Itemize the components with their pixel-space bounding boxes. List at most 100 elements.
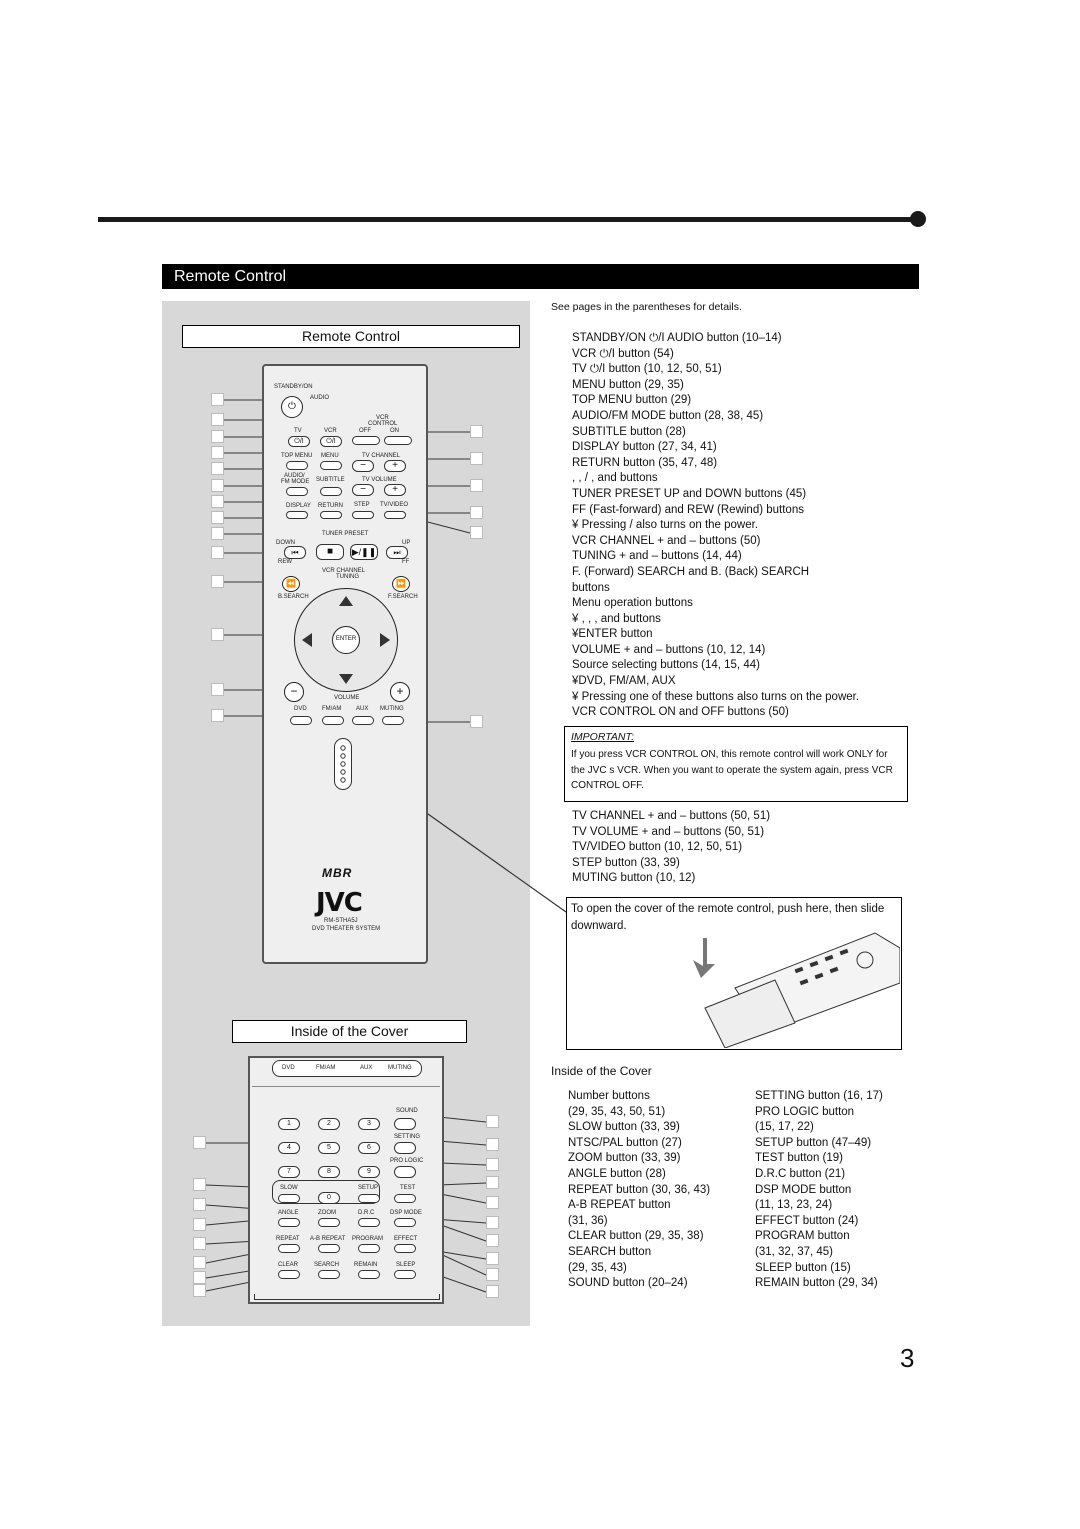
number-button-9[interactable]: 9 — [358, 1166, 380, 1178]
callout-marker — [211, 462, 224, 475]
return-button[interactable] — [320, 511, 342, 519]
list-item: VCR CONTROL ON and OFF buttons (50) — [572, 706, 789, 719]
list-item: ¥ Pressing / also turns on the power. — [572, 519, 759, 532]
fast-forward-button[interactable]: ⏭ — [386, 546, 408, 559]
test-button[interactable] — [394, 1194, 416, 1203]
remain-button[interactable] — [358, 1270, 380, 1279]
sound-button[interactable] — [394, 1118, 416, 1130]
vcr-power-button[interactable]: ⏻/I — [320, 436, 342, 447]
vcr-control-on-button[interactable] — [384, 436, 412, 445]
list-item: Number buttons — [568, 1090, 650, 1102]
number-button-6[interactable]: 6 — [358, 1142, 380, 1154]
ab-repeat-button[interactable] — [318, 1244, 340, 1253]
tv-button-list: TV CHANNEL + and – buttons (50, 51) TV V… — [572, 809, 770, 887]
fm-am-button[interactable] — [322, 716, 344, 725]
slow-label: SLOW — [280, 1185, 298, 1191]
menu-label: MENU — [321, 453, 339, 459]
drc-button[interactable] — [358, 1218, 380, 1227]
vcr-control-off-button[interactable] — [352, 436, 380, 445]
tv-video-button[interactable] — [384, 511, 406, 519]
list-item: REPEAT button (30, 36, 43) — [568, 1183, 711, 1196]
number-button-2[interactable]: 2 — [318, 1118, 340, 1130]
callout-marker — [211, 575, 224, 588]
pro-logic-button[interactable] — [394, 1166, 416, 1178]
tv-channel-minus-button[interactable]: − — [352, 460, 374, 472]
b-search-button[interactable]: ⏪ — [282, 576, 300, 592]
number-button-0[interactable]: 0 — [318, 1192, 340, 1204]
number-button-1[interactable]: 1 — [278, 1118, 300, 1130]
callout-marker — [211, 430, 224, 443]
dsp-mode-button[interactable] — [394, 1218, 416, 1227]
down-label: DOWN — [276, 540, 295, 546]
clear-button[interactable] — [278, 1270, 300, 1279]
volume-minus-button[interactable]: − — [284, 682, 304, 702]
subtitle-button[interactable] — [320, 487, 342, 496]
list-item: (15, 17, 22) — [755, 1121, 814, 1134]
dvd-button[interactable] — [290, 716, 312, 725]
callout-marker — [486, 1234, 499, 1247]
list-item: Source selecting buttons (14, 15, 44) — [572, 659, 760, 672]
number-button-8[interactable]: 8 — [318, 1166, 340, 1178]
step-button[interactable] — [352, 511, 374, 519]
mbr-logo: MBR — [322, 866, 353, 880]
b-search-label: B.SEARCH — [278, 594, 309, 600]
jvc-logo: JVC — [316, 888, 363, 918]
tv-channel-label: TV CHANNEL — [362, 453, 401, 459]
aux-button[interactable] — [352, 716, 374, 725]
callout-marker — [193, 1178, 206, 1191]
repeat-button[interactable] — [278, 1244, 300, 1253]
subtitle-label: SUBTITLE — [316, 477, 345, 483]
remote-control-label: Remote Control — [182, 325, 520, 348]
slow-button[interactable] — [278, 1194, 300, 1203]
list-item: EFFECT button (24) — [755, 1214, 859, 1227]
menu-button[interactable] — [320, 461, 342, 470]
tv-power-button[interactable]: ⏻/I — [288, 436, 310, 447]
number-button-7[interactable]: 7 — [278, 1166, 300, 1178]
callout-marker — [486, 1285, 499, 1298]
audio-fm-mode-label-1: AUDIO/ — [284, 473, 305, 479]
setting-button[interactable] — [394, 1142, 416, 1154]
callout-marker — [486, 1158, 499, 1171]
cover-dvd-label: DVD — [282, 1065, 295, 1071]
tv-channel-plus-button[interactable]: + — [384, 460, 406, 472]
number-button-5[interactable]: 5 — [318, 1142, 340, 1154]
cover-aux-label: AUX — [360, 1065, 373, 1071]
muting-button[interactable] — [382, 716, 404, 725]
callout-marker — [211, 393, 224, 406]
callout-marker — [193, 1256, 206, 1269]
callout-marker — [193, 1218, 206, 1231]
f-search-label: F.SEARCH — [388, 594, 418, 600]
f-search-button[interactable]: ⏩ — [392, 576, 410, 592]
inside-cover-label: Inside of the Cover — [232, 1020, 467, 1043]
enter-button[interactable]: ENTER — [332, 626, 360, 654]
angle-button[interactable] — [278, 1218, 300, 1227]
play-pause-button[interactable]: ▶/❚❚ — [350, 544, 378, 560]
tuning-label: TUNING — [336, 574, 359, 580]
volume-label: VOLUME — [334, 695, 360, 701]
tv-volume-minus-button[interactable]: − — [352, 484, 374, 496]
audio-fm-mode-button[interactable] — [286, 487, 308, 496]
top-menu-button[interactable] — [286, 461, 308, 470]
vcr-label: VCR — [324, 428, 337, 434]
setup-button[interactable] — [358, 1194, 380, 1203]
volume-plus-button[interactable]: + — [390, 682, 410, 702]
sleep-button[interactable] — [394, 1270, 416, 1279]
number-button-4[interactable]: 4 — [278, 1142, 300, 1154]
off-label: OFF — [359, 428, 371, 434]
tv-volume-plus-button[interactable]: + — [384, 484, 406, 496]
stop-button[interactable]: ■ — [316, 544, 344, 560]
rewind-button[interactable]: ⏮ — [284, 546, 306, 559]
program-button[interactable] — [358, 1244, 380, 1253]
list-item: ¥ Pressing one of these buttons also tur… — [572, 690, 860, 703]
display-button[interactable] — [286, 511, 308, 519]
cover-release-slider[interactable] — [334, 738, 352, 790]
standby-button[interactable]: ⏻ — [281, 396, 303, 418]
zoom-button[interactable] — [318, 1218, 340, 1227]
search-button[interactable] — [318, 1270, 340, 1279]
number-button-3[interactable]: 3 — [358, 1118, 380, 1130]
list-item: TV ⏻/I button (10, 12, 50, 51) — [572, 363, 722, 376]
enter-label: ENTER — [335, 636, 357, 642]
effect-label: EFFECT — [394, 1236, 418, 1242]
sleep-label: SLEEP — [396, 1262, 416, 1268]
effect-button[interactable] — [394, 1244, 416, 1253]
